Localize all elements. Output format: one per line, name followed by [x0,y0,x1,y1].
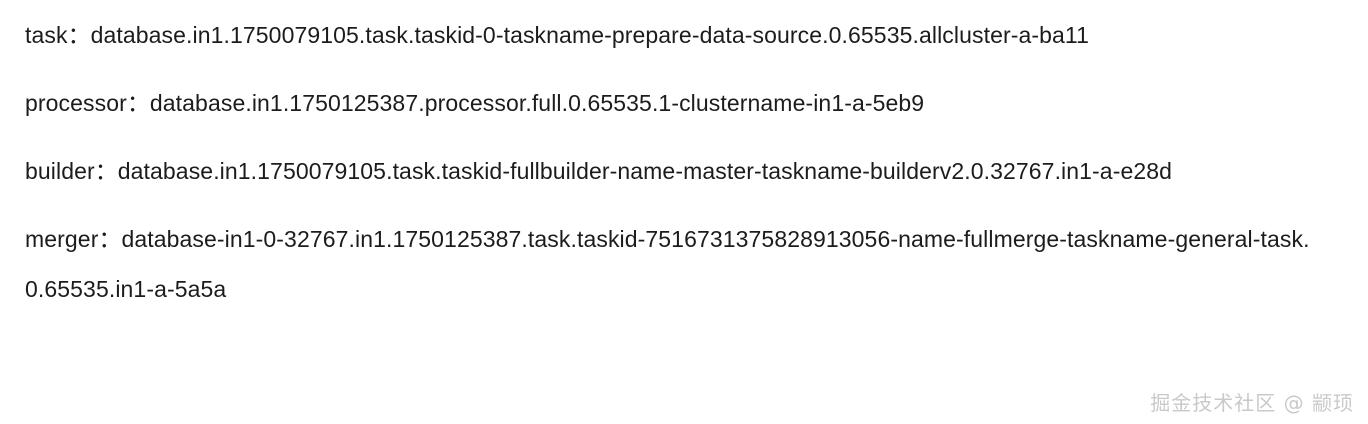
entry-merger-value: database-in1-0-32767.in1.1750125387.task… [25,226,1310,302]
entry-builder-value: database.in1.1750079105.task.taskid-full… [117,158,1173,184]
entry-task-value: database.in1.1750079105.task.taskid-0-ta… [90,22,1089,48]
entry-builder: builder：database.in1.1750079105.task.tas… [25,146,1310,196]
entry-merger-key: merger [25,226,99,252]
entry-processor-key: processor [25,90,127,116]
entry-builder-key: builder [25,158,95,184]
entry-builder-separator: ： [94,158,118,184]
entry-task: task：database.in1.1750079105.task.taskid… [25,10,1310,60]
entry-merger-separator: ： [98,226,122,252]
watermark: 掘金技术社区 @ 颛顼 [1150,391,1354,415]
entry-task-separator: ： [67,22,91,48]
entry-task-key: task [25,22,68,48]
entry-processor-separator: ： [126,90,150,116]
entry-processor-value: database.in1.1750125387.processor.full.0… [149,90,925,116]
entry-processor: processor：database.in1.1750125387.proces… [25,78,1310,128]
entry-merger: merger：database-in1-0-32767.in1.17501253… [25,214,1310,314]
